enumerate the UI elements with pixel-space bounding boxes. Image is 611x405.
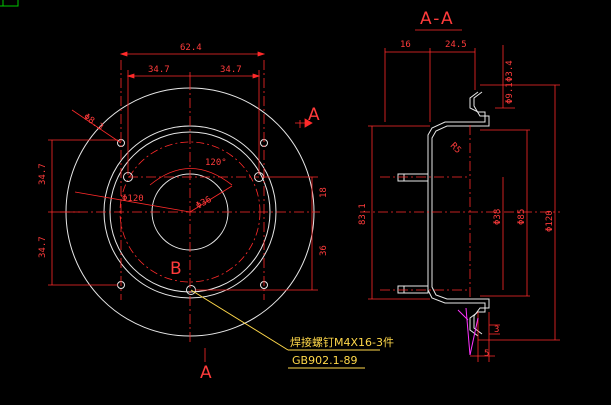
- dim-angle: 120°: [205, 158, 227, 168]
- front-view: 62.4 34.7 34.7 34.7 34.7 18 36 Φ8.3: [38, 43, 394, 383]
- section-label-a-top: A: [308, 105, 320, 125]
- note-leader: [190, 289, 380, 369]
- dim-left-831: 83.1: [358, 203, 368, 225]
- front-leaders: [71, 109, 233, 213]
- view-label-b: B: [170, 259, 182, 279]
- weld-studs: [397, 173, 429, 294]
- dim-dia-85: Φ85: [517, 209, 527, 225]
- section-view: A-A 16 24.5: [358, 9, 560, 362]
- dim-bottom-5: 5: [484, 349, 489, 359]
- left-dimension-lines: [48, 139, 118, 286]
- section-marker-lines: [204, 118, 313, 362]
- dim-dia-38: Φ38: [493, 209, 503, 225]
- weld-detail-marks: [457, 307, 479, 356]
- front-centerlines: [60, 60, 320, 345]
- note-weld-screw: 焊接螺钉M4X16-3件: [290, 335, 394, 349]
- section-title: A-A: [420, 9, 455, 29]
- dim-vert-upper: 34.7: [38, 163, 48, 185]
- dim-bolt-circle: Φ120: [122, 194, 144, 204]
- dim-top-16: 16: [400, 40, 411, 50]
- dim-bottom-3: 3: [494, 325, 499, 335]
- note-standard: GB902.1-89: [292, 354, 358, 367]
- dim-half-left: 34.7: [148, 65, 170, 75]
- section-profile: [427, 91, 490, 337]
- section-label-a-bottom: A: [200, 363, 212, 383]
- dim-half-right: 34.7: [220, 65, 242, 75]
- dim-top-dia-a: Φ3.4: [505, 60, 515, 82]
- dim-center-bore: Φ36: [195, 195, 214, 212]
- dim-dia-120: Φ120: [545, 210, 555, 232]
- section-top-dim-lines: [384, 45, 515, 122]
- dim-overall-width: 62.4: [180, 43, 202, 53]
- right-dimension-lines: [195, 176, 318, 291]
- dim-right-36: 36: [319, 245, 329, 256]
- dim-top-245: 24.5: [445, 40, 467, 50]
- dim-radius-5: R5: [448, 141, 463, 156]
- dim-vert-lower: 34.7: [38, 236, 48, 258]
- dim-top-dia-b: Φ9.1: [505, 82, 515, 104]
- corner-border-fragment: [0, 0, 19, 7]
- top-dimension-lines: [119, 51, 266, 175]
- section-right-dim-lines: [478, 84, 560, 341]
- dim-right-18: 18: [319, 187, 329, 198]
- section-left-dim-lines: [368, 125, 430, 300]
